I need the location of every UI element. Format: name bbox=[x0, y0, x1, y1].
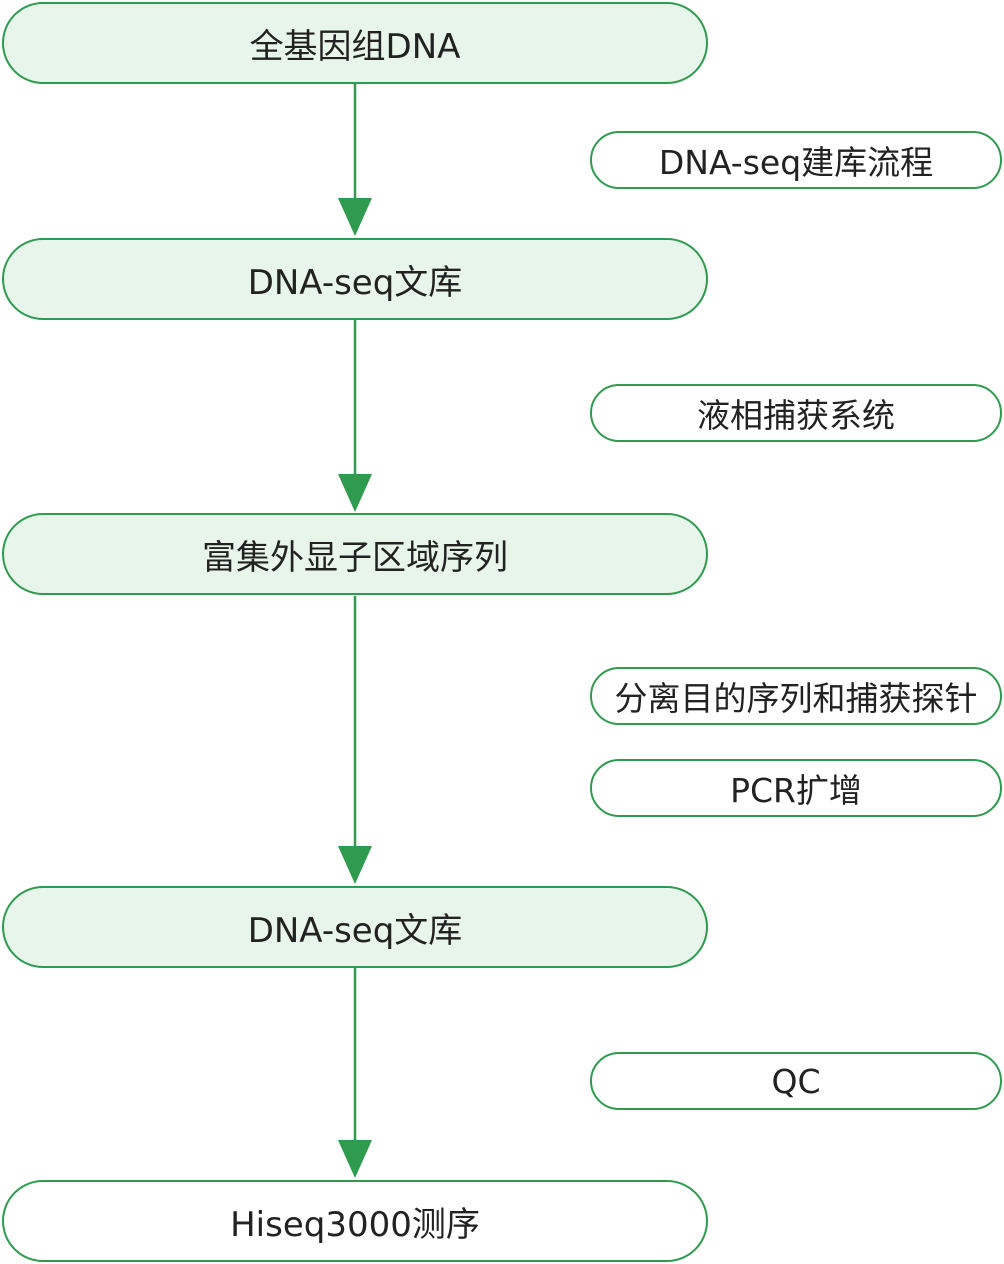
arrow-1 bbox=[338, 84, 372, 236]
step-label: 富集外显子区域序列 bbox=[202, 537, 508, 578]
note-label: 液相捕获系统 bbox=[697, 396, 895, 435]
step-dna-seq-library-enriched: DNA-seq文库 bbox=[2, 886, 708, 968]
arrow-4 bbox=[338, 968, 372, 1178]
arrowhead-icon bbox=[338, 846, 372, 884]
step-exome-enrichment: 富集外显子区域序列 bbox=[2, 513, 708, 595]
note-separate-probes: 分离目的序列和捕获探针 bbox=[590, 667, 1002, 725]
note-label: 分离目的序列和捕获探针 bbox=[614, 679, 978, 718]
arrowhead-icon bbox=[338, 198, 372, 236]
arrowhead-icon bbox=[338, 474, 372, 512]
step-label: Hiseq3000测序 bbox=[230, 1204, 480, 1245]
note-label: PCR扩增 bbox=[730, 771, 862, 810]
note-label: DNA-seq建库流程 bbox=[658, 143, 934, 182]
step-genomic-dna: 全基因组DNA bbox=[2, 2, 708, 84]
arrow-3 bbox=[338, 596, 372, 884]
step-hiseq-sequencing: Hiseq3000测序 bbox=[2, 1180, 708, 1262]
arrow-2 bbox=[338, 320, 372, 512]
note-label: QC bbox=[771, 1061, 821, 1101]
arrowhead-icon bbox=[338, 1140, 372, 1178]
note-library-construction: DNA-seq建库流程 bbox=[590, 131, 1002, 189]
step-dna-seq-library: DNA-seq文库 bbox=[2, 238, 708, 320]
step-label: DNA-seq文库 bbox=[247, 910, 463, 951]
note-qc: QC bbox=[590, 1052, 1002, 1110]
note-liquid-capture: 液相捕获系统 bbox=[590, 384, 1002, 442]
note-pcr-amplification: PCR扩增 bbox=[590, 759, 1002, 817]
step-label: DNA-seq文库 bbox=[247, 262, 463, 303]
step-label: 全基因组DNA bbox=[249, 26, 461, 67]
